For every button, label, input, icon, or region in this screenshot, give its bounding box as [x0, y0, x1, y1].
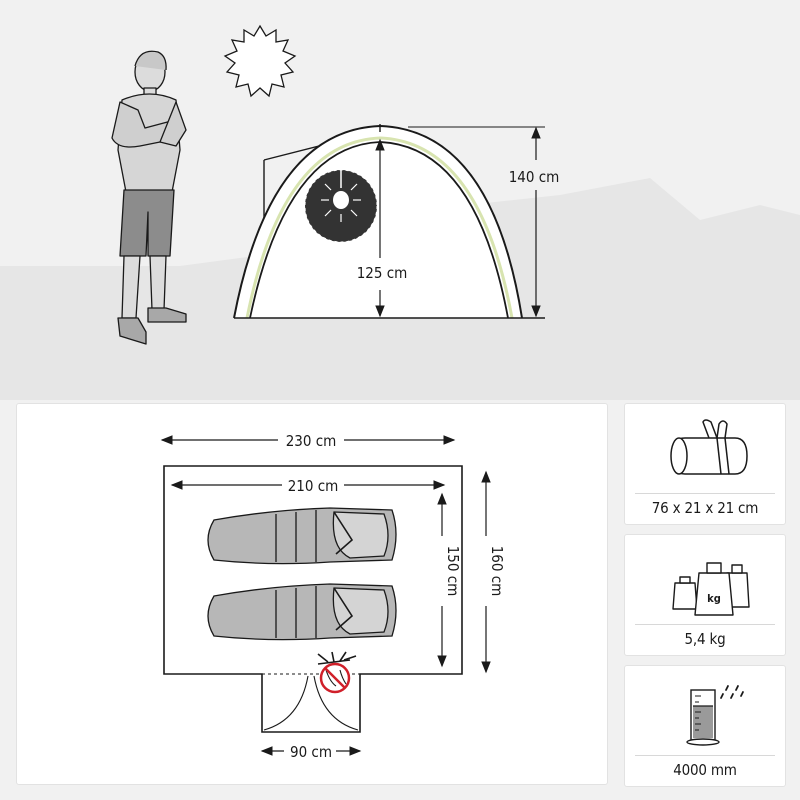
- elevation-scene: 125 cm 140 cm: [0, 24, 800, 400]
- water-column-label: 4000 mm: [673, 761, 737, 779]
- floorplan-panel: [16, 403, 608, 785]
- weight-label: 5,4 kg: [684, 630, 726, 648]
- inner-height-label: 125 cm: [357, 264, 408, 282]
- outer-height-label: 140 cm: [509, 168, 560, 186]
- rain-gauge-icon: [686, 685, 744, 746]
- lamp-hook-icon: [304, 169, 378, 243]
- weights-icon: kg: [672, 562, 750, 616]
- packed-size-label: 76 x 21 x 21 cm: [651, 499, 759, 517]
- spec-card-packed-size: 76 x 21 x 21 cm: [624, 403, 786, 525]
- person-icon: [111, 50, 187, 345]
- dimension-outer-height: [408, 126, 545, 319]
- tent-side-view: [233, 124, 545, 319]
- sun-icon: [223, 24, 297, 98]
- spec-card-weight: kg 5,4 kg: [624, 534, 786, 656]
- carry-bag-icon: [670, 419, 748, 475]
- spec-card-water-column: 4000 mm: [624, 665, 786, 787]
- weight-unit-label: kg: [707, 592, 721, 605]
- dimension-inner-height: [375, 138, 385, 318]
